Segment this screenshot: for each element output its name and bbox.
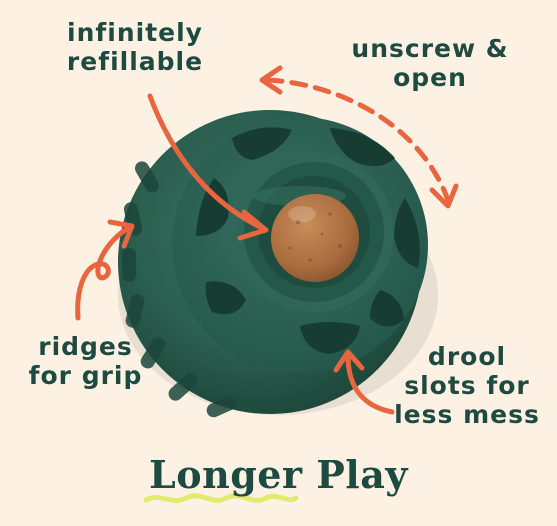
- arrow-icon: [75, 219, 135, 321]
- callout-line: infinitely: [67, 18, 203, 47]
- callout-refillable: infinitely refillable: [60, 18, 210, 76]
- drool-slots: [196, 127, 420, 354]
- callout-line: drool: [427, 342, 507, 371]
- treat-ball: [271, 194, 359, 282]
- callout-line: open: [393, 63, 467, 92]
- callout-line: for grip: [28, 361, 143, 390]
- dashed-double-arrow-icon: [259, 65, 459, 209]
- callout-drool-slots: drool slots for less mess: [392, 342, 542, 429]
- dog-toy-ball-image: [118, 110, 438, 418]
- page-title: Longer Play: [149, 452, 408, 497]
- callout-line: unscrew &: [351, 34, 509, 63]
- callout-line: less mess: [394, 400, 540, 429]
- callout-line: slots for: [404, 371, 530, 400]
- callout-unscrew: unscrew & open: [350, 34, 510, 92]
- arrow-icon: [333, 349, 395, 415]
- callout-line: refillable: [66, 47, 204, 76]
- callout-line: ridges: [38, 332, 133, 361]
- callout-grip: ridges for grip: [18, 332, 153, 390]
- underline-squiggle: [143, 493, 299, 504]
- arrow-icon: [147, 93, 269, 241]
